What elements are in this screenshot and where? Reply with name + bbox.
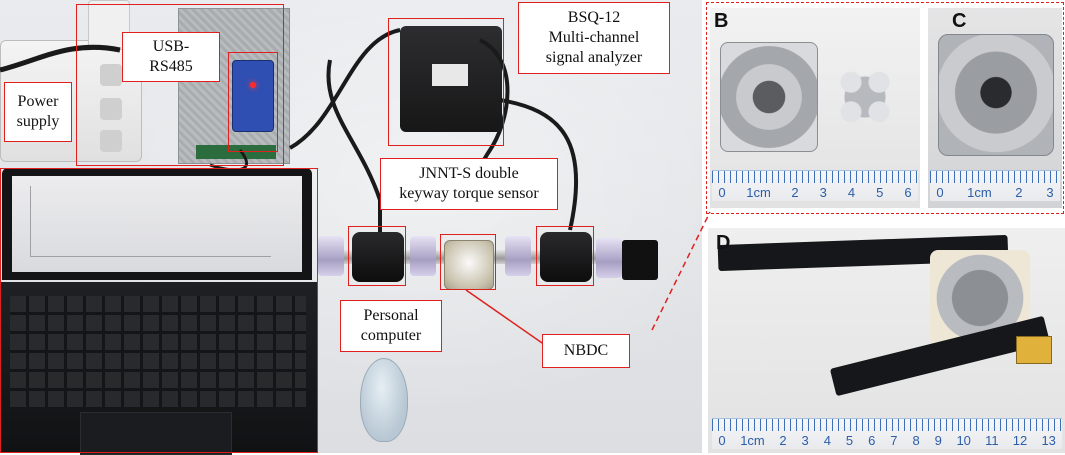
label-torque-sensor: JNNT-S double keyway torque sensor bbox=[380, 158, 558, 210]
ruler-number: 6 bbox=[868, 433, 876, 448]
torque-sensor-right bbox=[540, 232, 592, 282]
highlight-sensor-right bbox=[536, 226, 594, 286]
highlight-sensor-left bbox=[348, 226, 406, 286]
mouse bbox=[360, 358, 408, 442]
motor bbox=[622, 240, 658, 280]
label-usb-rs485: USB- RS485 bbox=[122, 32, 220, 82]
ruler-number: 12 bbox=[1012, 433, 1028, 448]
coupling bbox=[505, 236, 531, 276]
coupling bbox=[596, 238, 622, 278]
ruler-number: 0 bbox=[718, 185, 726, 200]
ruler-number: 13 bbox=[1041, 433, 1056, 448]
ruler-number: 3 bbox=[1046, 185, 1054, 200]
nbdc-assembled bbox=[938, 34, 1054, 156]
detail-panels-frame bbox=[706, 2, 1064, 214]
label-nbdc: NBDC bbox=[542, 334, 630, 368]
ruler-number: 5 bbox=[845, 433, 854, 448]
coupling bbox=[318, 236, 344, 276]
label-power-supply: Power supply bbox=[4, 82, 72, 142]
ruler-number: 7 bbox=[890, 433, 898, 448]
ruler-number: 9 bbox=[934, 433, 942, 448]
highlight-power-usb bbox=[76, 4, 284, 166]
ruler-b: 0 1cm 2 3 4 5 6 bbox=[712, 170, 918, 201]
ruler-number: 0 bbox=[936, 185, 944, 200]
nbdc-housing bbox=[720, 42, 818, 152]
panel-c-letter: C bbox=[952, 10, 967, 32]
ruler-number: 2 bbox=[791, 185, 799, 200]
ruler-number: 1cm bbox=[740, 433, 765, 448]
display-plot bbox=[30, 186, 271, 257]
socket bbox=[100, 130, 122, 152]
highlight-nbdc bbox=[440, 234, 496, 290]
nbdc-rotor bbox=[830, 60, 900, 134]
ruler-number: 11 bbox=[985, 433, 999, 448]
keyboard bbox=[10, 296, 306, 408]
ruler-number: 6 bbox=[904, 185, 912, 200]
connector bbox=[1016, 336, 1052, 364]
ruler-number: 2 bbox=[1015, 185, 1023, 200]
highlight-analyzer bbox=[388, 18, 504, 146]
status-led bbox=[250, 82, 256, 88]
ruler-number: 8 bbox=[912, 433, 920, 448]
ruler-number: 2 bbox=[779, 433, 787, 448]
socket bbox=[100, 98, 122, 120]
ruler-number: 3 bbox=[819, 185, 827, 200]
socket bbox=[100, 64, 122, 86]
label-personal-computer: Personal computer bbox=[340, 300, 442, 352]
ruler-number: 3 bbox=[801, 433, 809, 448]
ruler-number: 1cm bbox=[746, 185, 771, 200]
analyzer-sticker bbox=[432, 64, 468, 86]
psu-terminal-block bbox=[196, 145, 276, 159]
ruler-number: 4 bbox=[847, 185, 856, 200]
label-bsq12: BSQ-12 Multi-channel signal analyzer bbox=[518, 2, 670, 74]
ruler-number: 1cm bbox=[967, 185, 992, 200]
ruler-number: 0 bbox=[718, 433, 726, 448]
ruler-number: 4 bbox=[823, 433, 831, 448]
nbdc-device bbox=[444, 240, 494, 290]
ruler-number: 5 bbox=[876, 185, 884, 200]
panel-b-letter: B bbox=[714, 10, 729, 32]
ruler-number: 10 bbox=[956, 433, 971, 448]
ruler-c: 0 1cm 2 3 bbox=[930, 170, 1060, 201]
panel-d-letter: D bbox=[716, 232, 731, 254]
usb-rs485-adapter bbox=[232, 60, 274, 132]
coupling bbox=[410, 236, 436, 276]
highlight-usb-rs485 bbox=[228, 52, 278, 152]
torque-sensor-left bbox=[352, 232, 404, 282]
touchpad bbox=[80, 412, 232, 455]
